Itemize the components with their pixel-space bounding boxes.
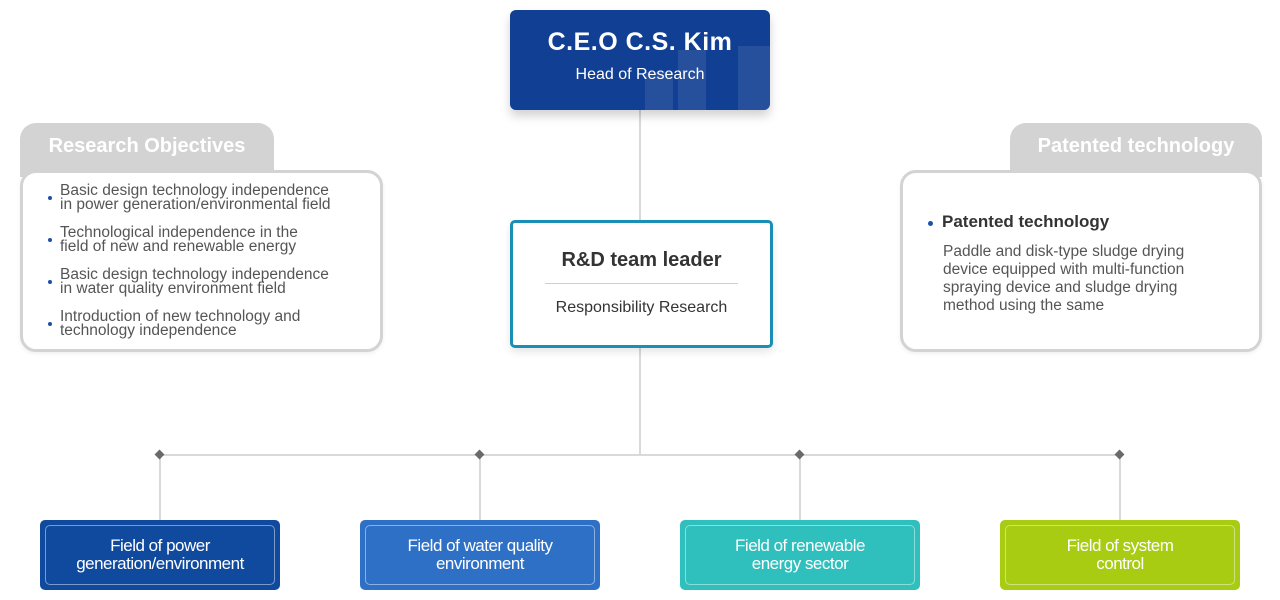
field-label: Field of water quality environment [407, 536, 553, 573]
patented-technology-panel [900, 170, 1262, 352]
research-objective-item: Introduction of new technology and techn… [38, 309, 368, 338]
patented-technology-description: Paddle and disk-type sludge drying devic… [943, 243, 1185, 314]
patented-technology-heading: Patented technology [928, 212, 1109, 232]
research-objective-item: Technological independence in the field … [38, 225, 368, 254]
connector-field-2 [479, 455, 481, 520]
ceo-title: C.E.O C.S. Kim [547, 28, 733, 56]
connector-field-3 [799, 455, 801, 520]
field-label: Field of power generation/environment [76, 536, 244, 573]
ceo-box: C.E.O C.S. Kim Head of Research [510, 10, 770, 110]
branch-node-2 [474, 449, 485, 460]
branch-node-3 [794, 449, 805, 460]
connector-ceo-rd [639, 110, 641, 220]
research-objectives-panel [20, 170, 383, 352]
field-power-generation: Field of power generation/environment [40, 520, 280, 590]
research-objectives-list: Basic design technology independence in … [38, 183, 368, 352]
connector-field-1 [159, 455, 161, 520]
branch-node-4 [1114, 449, 1125, 460]
branch-node-1 [154, 449, 165, 460]
field-inner: Field of water quality environment [365, 525, 595, 585]
rd-divider [545, 283, 738, 284]
field-label: Field of system control [1066, 536, 1174, 573]
ceo-subtitle: Head of Research [575, 66, 705, 83]
research-objectives-tab-label: Research Objectives [48, 135, 246, 157]
rd-team-leader-title: R&D team leader [561, 249, 722, 271]
field-inner: Field of power generation/environment [45, 525, 275, 585]
ceo-deco-bar-2 [678, 50, 706, 110]
ceo-deco-bar-3 [738, 46, 770, 110]
connector-field-4 [1119, 455, 1121, 520]
research-objectives-tab: Research Objectives [20, 123, 274, 177]
field-inner: Field of system control [1005, 525, 1235, 585]
rd-team-leader-subtitle: Responsibility Research [555, 299, 728, 316]
patented-technology-tab-label: Patented technology [1037, 135, 1235, 157]
connector-rd-branch [639, 345, 641, 455]
field-label: Field of renewable energy sector [735, 536, 865, 573]
research-objective-item: Basic design technology independence in … [38, 183, 368, 212]
field-system-control: Field of system control [1000, 520, 1240, 590]
ceo-deco-bar-1 [645, 72, 673, 110]
connector-horizontal-branch [160, 454, 1120, 456]
field-renewable-energy: Field of renewable energy sector [680, 520, 920, 590]
patented-technology-heading-text: Patented technology [942, 212, 1110, 231]
field-inner: Field of renewable energy sector [685, 525, 915, 585]
rd-team-leader-box: R&D team leader Responsibility Research [510, 220, 773, 348]
field-water-quality: Field of water quality environment [360, 520, 600, 590]
patented-technology-tab: Patented technology [1010, 123, 1262, 177]
research-objective-item: Basic design technology independence in … [38, 267, 368, 296]
